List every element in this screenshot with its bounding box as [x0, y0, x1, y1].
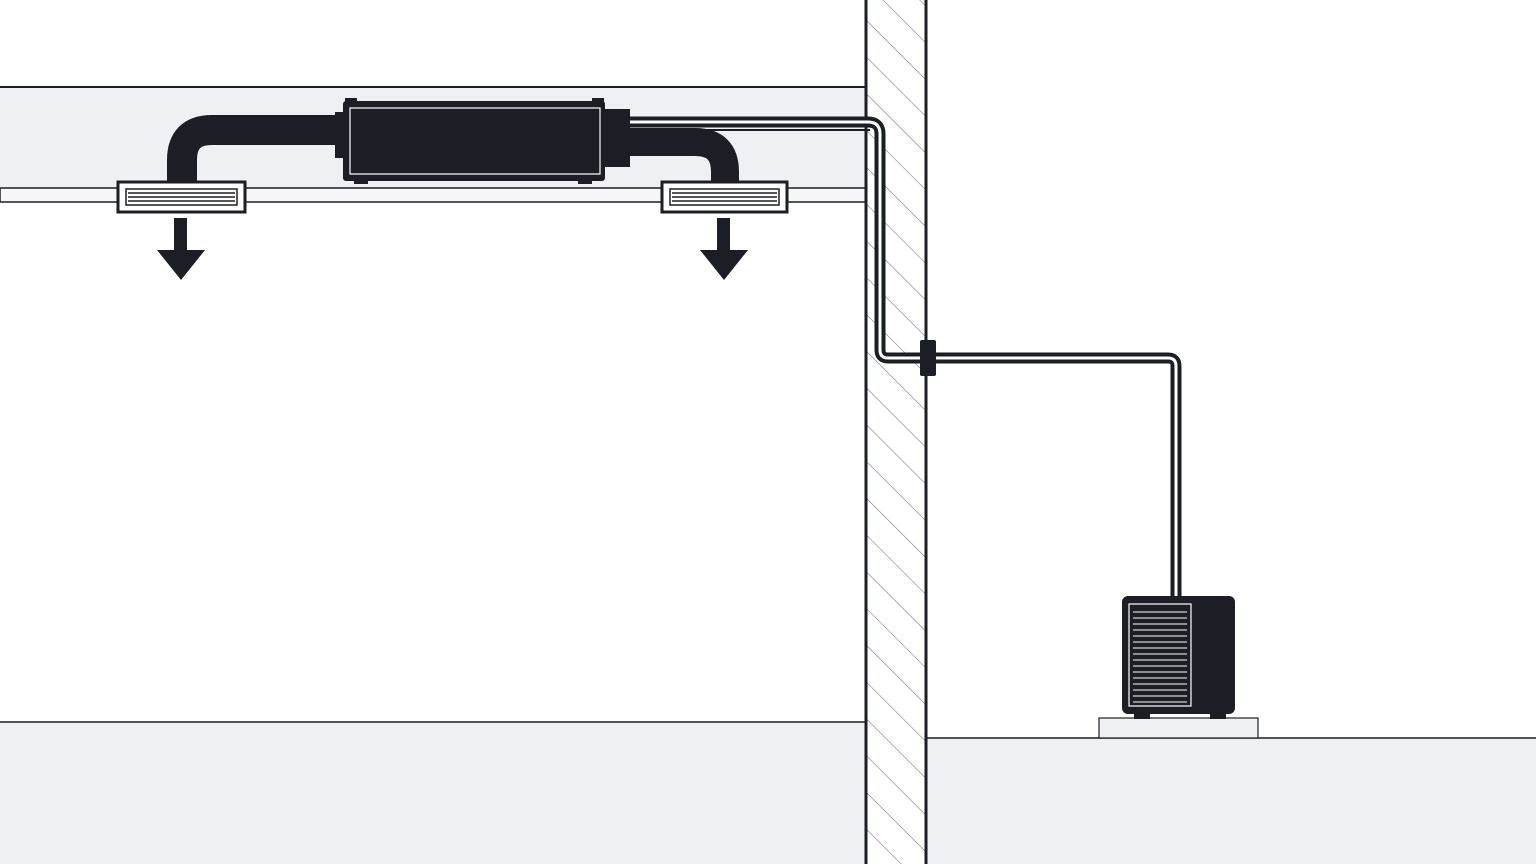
indoor-floor: [0, 721, 866, 864]
outdoor-unit: [1122, 596, 1235, 719]
refrigerant-line: [630, 116, 1182, 600]
unit-foot: [1134, 712, 1150, 719]
outdoor-pad: [1098, 717, 1259, 739]
indoor-unit: [335, 98, 630, 184]
wall-penetration: [920, 340, 936, 376]
supply-duct-left: [167, 115, 345, 184]
hanger-bracket: [345, 98, 357, 106]
hanger-bracket: [354, 176, 368, 184]
supply-duct-right: [628, 128, 739, 184]
outdoor-ground: [926, 737, 1536, 864]
hanger-bracket: [578, 176, 592, 184]
unit-foot: [1210, 712, 1226, 719]
arrow-down-icon: [700, 218, 748, 280]
hanger-bracket: [592, 98, 604, 106]
ceiling-diffuser-left: [116, 180, 247, 214]
arrow-down-icon: [157, 218, 205, 280]
ceiling-diffuser-right: [660, 180, 789, 214]
